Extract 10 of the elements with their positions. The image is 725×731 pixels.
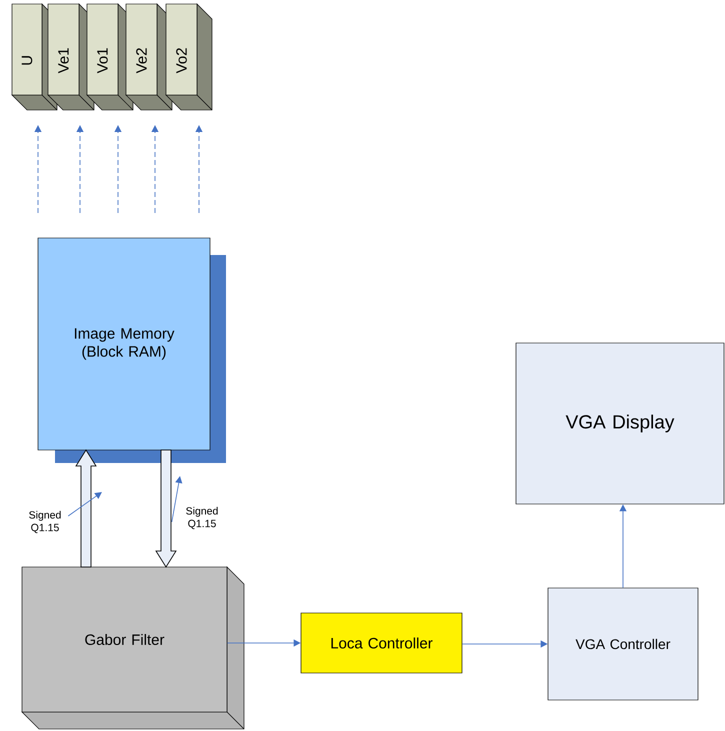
signal-label: Signed Q1.15 <box>29 510 61 534</box>
controller-box: VGA Controller <box>548 588 698 700</box>
block-arrow <box>155 450 177 568</box>
display-box: VGA Display <box>516 342 724 504</box>
memory-block: Image Memory (Block RAM) <box>38 238 226 463</box>
block-arrow <box>75 449 97 568</box>
signal-label: Signed Q1.15 <box>186 506 218 530</box>
leader-line <box>171 476 182 522</box>
leader-line <box>68 492 102 516</box>
controller-box: Loca Controller <box>300 612 462 674</box>
